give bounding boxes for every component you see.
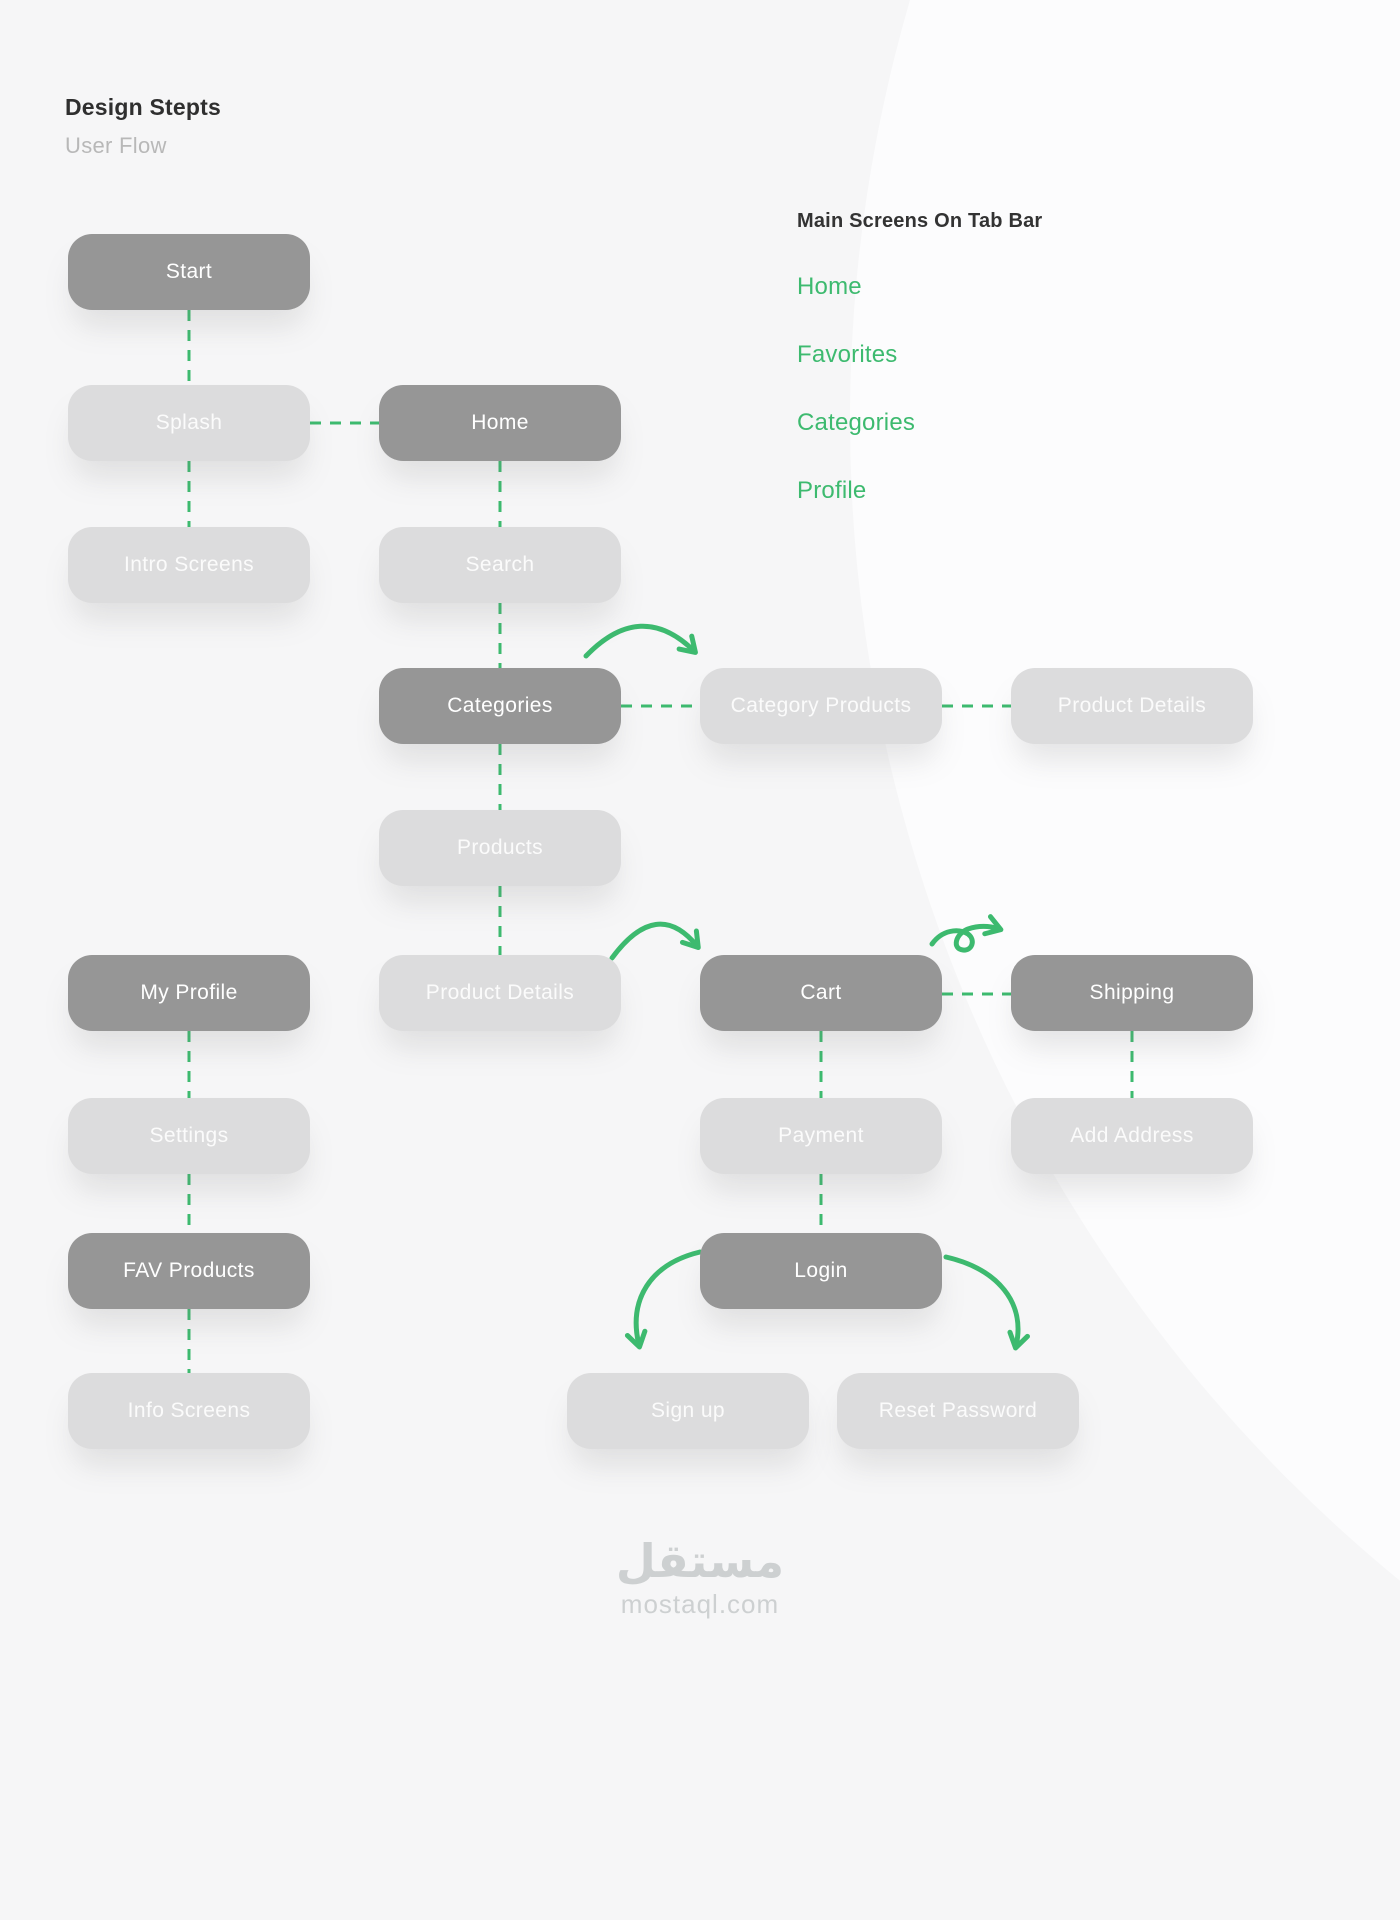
legend-item-profile: Profile	[797, 477, 867, 504]
flow-node-payment: Payment	[700, 1098, 942, 1174]
flow-node-category-products: Category Products	[700, 668, 942, 744]
arrow-login-to-sign-up	[624, 1249, 703, 1350]
flow-node-product-details-2: Product Details	[379, 955, 621, 1031]
mostaql-domain-text: mostaql.com	[620, 1588, 780, 1619]
arrow-login-to-reset-password	[943, 1254, 1030, 1351]
flow-node-label: Sign up	[650, 1399, 726, 1422]
flow-node-label: Intro Screens	[123, 553, 255, 576]
legend-item-categories: Categories	[797, 409, 916, 436]
flow-node-label: Splash	[155, 411, 223, 434]
mostaql-arabic-logo: مستقل	[615, 1535, 785, 1587]
flow-node-my-profile: My Profile	[68, 955, 310, 1031]
legend-item-home: Home	[797, 273, 862, 300]
flow-node-login: Login	[700, 1233, 942, 1309]
flow-node-info-screens: Info Screens	[68, 1373, 310, 1449]
flow-node-search: Search	[379, 527, 621, 603]
flow-node-start: Start	[68, 234, 310, 310]
flow-node-label: Products	[456, 836, 544, 859]
flow-node-products: Products	[379, 810, 621, 886]
flow-node-splash: Splash	[68, 385, 310, 461]
flow-node-label: FAV Products	[123, 1259, 255, 1282]
flow-node-label: Product Details	[1057, 694, 1207, 717]
flow-node-label: Categories	[447, 694, 553, 717]
flow-node-label: Reset Password	[878, 1399, 1038, 1422]
flow-node-label: Shipping	[1089, 981, 1175, 1004]
legend-item-favorites: Favorites	[797, 341, 898, 368]
flow-node-sign-up: Sign up	[567, 1373, 809, 1449]
flow-node-add-address: Add Address	[1011, 1098, 1253, 1174]
flow-node-label: Payment	[778, 1124, 864, 1147]
flow-node-label: Start	[165, 260, 213, 283]
legend: Main Screens On Tab Bar Home Favorites C…	[797, 210, 1042, 505]
arrow-product-details-2-to-cart	[609, 921, 701, 961]
flow-node-settings: Settings	[68, 1098, 310, 1174]
flow-node-label: Cart	[800, 981, 842, 1004]
flow-node-shipping: Shipping	[1011, 955, 1253, 1031]
flow-node-label: Settings	[149, 1124, 229, 1147]
flow-node-label: Product Details	[425, 981, 575, 1004]
flow-node-label: Home	[471, 411, 529, 434]
legend-title: Main Screens On Tab Bar	[797, 210, 1043, 232]
flow-node-categories: Categories	[379, 668, 621, 744]
flow-node-label: Login	[794, 1259, 848, 1282]
flow-node-reset-password: Reset Password	[837, 1373, 1079, 1449]
page-subtitle: User Flow	[65, 133, 167, 158]
flow-node-label: My Profile	[140, 981, 238, 1004]
flow-node-label: Search	[465, 553, 535, 576]
flow-node-label: Info Screens	[127, 1399, 251, 1422]
page-title: Design Stepts	[65, 94, 221, 120]
flow-node-product-details-1: Product Details	[1011, 668, 1253, 744]
flow-node-fav-products: FAV Products	[68, 1233, 310, 1309]
flow-connectors-canvas	[187, 310, 1134, 1373]
flow-node-label: Add Address	[1070, 1124, 1194, 1147]
arrow-cart-to-shipping	[929, 914, 1004, 953]
flow-node-intro-screens: Intro Screens	[68, 527, 310, 603]
flow-node-label: Category Products	[730, 694, 912, 717]
arrow-categories-to-category-products	[583, 623, 698, 659]
flow-node-home: Home	[379, 385, 621, 461]
footer-logo: مستقل mostaql.com	[0, 1536, 1400, 1620]
flow-node-cart: Cart	[700, 955, 942, 1031]
